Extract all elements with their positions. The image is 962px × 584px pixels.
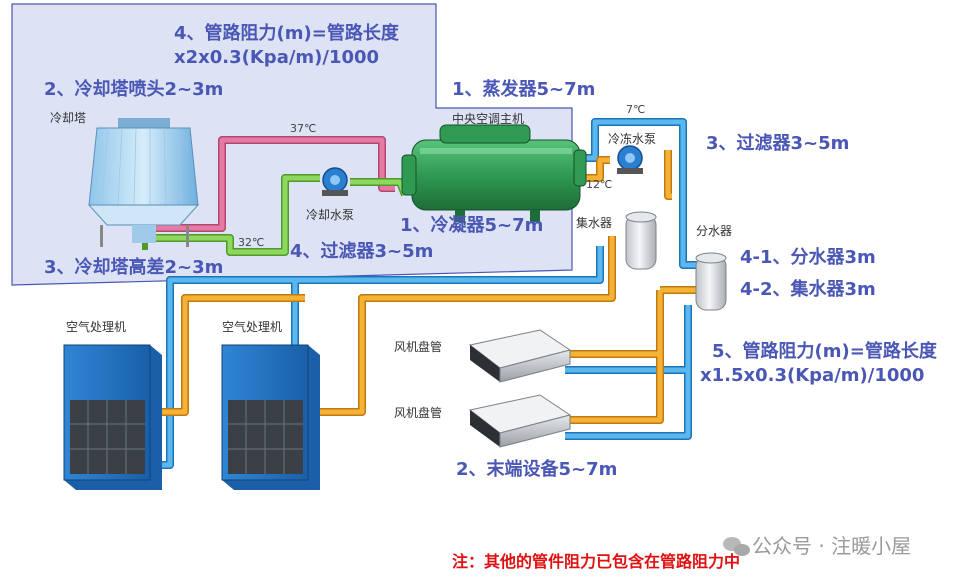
annotation-chilled-pipe-resistance-line1: 5、管路阻力(m)=管路长度 bbox=[712, 341, 937, 362]
chilled-pump bbox=[617, 145, 643, 174]
annotation-tower-pipe-resistance-line2: x2x0.3(Kpa/m)/1000 bbox=[174, 47, 380, 68]
label-chilled-pump: 冷冻水泵 bbox=[608, 132, 657, 146]
label-fcu-top: 风机盘管 bbox=[394, 340, 443, 354]
temp-chilled-return: 12℃ bbox=[586, 178, 613, 191]
annotation-distributor: 4-1、分水器3m bbox=[740, 247, 876, 268]
label-chiller: 中央空调主机 bbox=[452, 112, 525, 126]
label-fcu-bottom: 风机盘管 bbox=[394, 406, 443, 420]
chiller bbox=[401, 124, 587, 222]
fcu-top bbox=[468, 329, 572, 383]
label-distributor-tank: 分水器 bbox=[696, 224, 733, 238]
label-ahu-right: 空气处理机 bbox=[222, 320, 283, 334]
annotation-evaporator: 1、蒸发器5~7m bbox=[452, 79, 596, 100]
fcu-bottom bbox=[468, 394, 572, 448]
distributor-tank bbox=[695, 252, 727, 311]
ahu-right bbox=[221, 344, 320, 490]
label-ahu-left: 空气处理机 bbox=[66, 320, 127, 334]
annotation-tower-nozzle: 2、冷却塔喷头2~3m bbox=[44, 79, 224, 100]
annotation-chilled-pipe-resistance-line2: x1.5x0.3(Kpa/m)/1000 bbox=[700, 365, 925, 386]
wechat-icon bbox=[723, 537, 750, 556]
collector-tank bbox=[625, 211, 657, 270]
annotation-filter-cooling: 4、过滤器3~5m bbox=[290, 241, 434, 262]
annotation-tower-height: 3、冷却塔高差2~3m bbox=[44, 257, 224, 278]
label-cooling-pump: 冷却水泵 bbox=[306, 208, 355, 222]
label-cooling-tower: 冷却塔 bbox=[50, 111, 87, 125]
annotation-tower-pipe-resistance-line1: 4、管路阻力(m)=管路长度 bbox=[174, 23, 399, 44]
annotation-collector: 4-2、集水器3m bbox=[740, 279, 876, 300]
watermark: 公众号 · 注暖小屋 bbox=[752, 534, 912, 558]
temp-cooling-hot: 37℃ bbox=[290, 122, 317, 135]
ahu-left bbox=[63, 344, 162, 490]
temp-cooling-cold: 32℃ bbox=[238, 236, 265, 249]
label-collector-tank: 集水器 bbox=[576, 216, 613, 230]
temp-chilled-supply: 7℃ bbox=[626, 103, 646, 116]
chilled-water-pipes bbox=[145, 118, 700, 469]
footnote: 注：其他的管件阻力已包含在管路阻力中 bbox=[452, 552, 741, 571]
cooling-tower bbox=[87, 118, 200, 247]
annotation-terminal: 2、末端设备5~7m bbox=[456, 459, 618, 480]
cooling-pump bbox=[322, 167, 348, 196]
annotation-filter-chilled: 3、过滤器3~5m bbox=[706, 133, 850, 154]
annotation-condenser: 1、冷凝器5~7m bbox=[400, 215, 544, 236]
